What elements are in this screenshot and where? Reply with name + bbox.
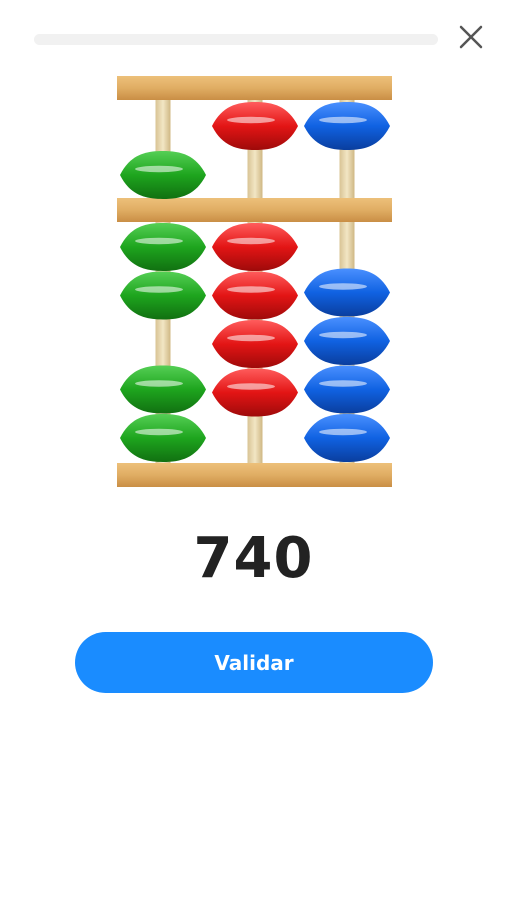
abacus-lower-bead-green[interactable] <box>120 223 206 271</box>
abacus-lower-bead-red[interactable] <box>212 320 298 368</box>
abacus-top-frame <box>117 76 392 100</box>
abacus-lower-bead-green[interactable] <box>120 414 206 462</box>
abacus-divider-bar <box>117 198 392 222</box>
abacus-lower-bead-green[interactable] <box>120 365 206 414</box>
close-button[interactable] <box>454 20 488 54</box>
abacus-lower-bead-red[interactable] <box>212 368 298 417</box>
abacus-lower-bead-green[interactable] <box>120 271 206 320</box>
progress-bar <box>34 34 438 45</box>
abacus-upper-bead-red[interactable] <box>212 102 298 150</box>
abacus-upper-bead-blue[interactable] <box>304 102 390 150</box>
validate-button[interactable]: Validar <box>75 632 433 693</box>
abacus-lower-bead-red[interactable] <box>212 223 298 271</box>
abacus-lower-bead-blue[interactable] <box>304 365 390 414</box>
abacus-lower-bead-blue[interactable] <box>304 317 390 365</box>
abacus-lower-bead-blue[interactable] <box>304 414 390 462</box>
target-number: 740 <box>193 526 314 591</box>
abacus-lower-bead-red[interactable] <box>212 271 298 320</box>
close-icon <box>459 25 483 49</box>
abacus-lower-bead-blue[interactable] <box>304 268 390 317</box>
abacus <box>117 76 392 487</box>
abacus-bottom-frame <box>117 463 392 487</box>
abacus-upper-bead-green[interactable] <box>120 151 206 199</box>
